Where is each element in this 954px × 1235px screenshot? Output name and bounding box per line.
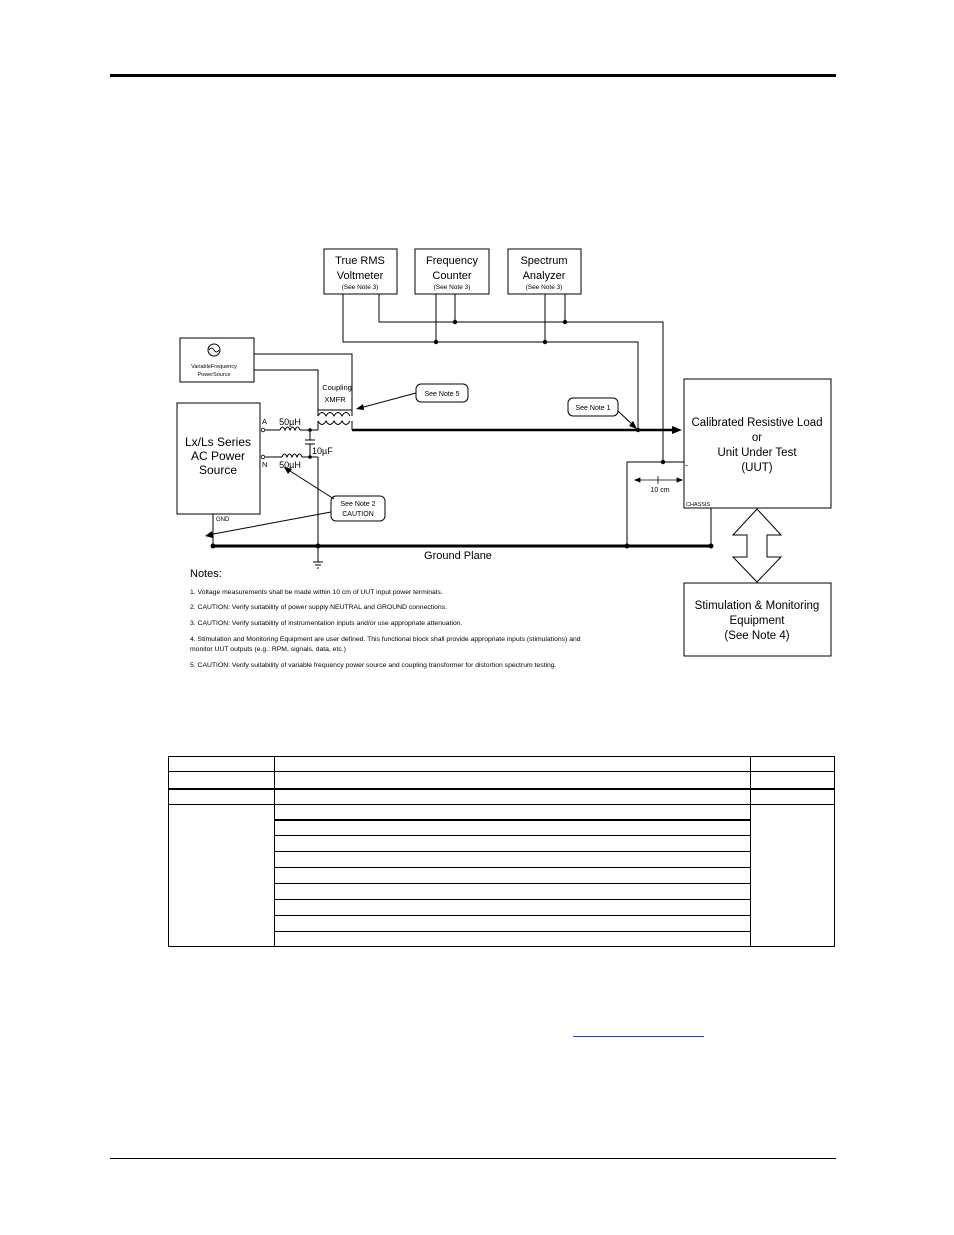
- line-n-wiring: [265, 453, 323, 569]
- coupling-transformer: [317, 395, 353, 425]
- table-row-line: [168, 804, 835, 805]
- callout-note2-line1: See Note 2: [340, 501, 375, 508]
- callout-note1: See Note 1: [567, 397, 637, 429]
- table-border-left: [168, 756, 169, 947]
- ac-source-line2: AC Power: [191, 449, 245, 463]
- var-source-wiring: [254, 353, 353, 405]
- voltmeter-line2: Voltmeter: [337, 270, 384, 282]
- terminal-a-label: A: [262, 417, 267, 426]
- callout-note5-text: See Note 5: [424, 391, 459, 398]
- ac-source-line1: Lx/Ls Series: [185, 435, 251, 449]
- notes-title: Notes:: [190, 568, 222, 580]
- table-border-bottom: [168, 946, 835, 947]
- inductor-a-label: 50µH: [279, 417, 301, 427]
- footer-rule: [110, 1158, 836, 1159]
- distance-dimension: [633, 476, 684, 484]
- neutral-return-wiring: [212, 461, 712, 546]
- uut-chassis-label: CHASSIS: [686, 502, 710, 508]
- voltmeter-box: True RMS Voltmeter (See Note 3): [323, 248, 398, 295]
- counter-note: (See Note 3): [434, 284, 471, 291]
- variable-frequency-source-box: VariableFrequency PowerSource: [179, 337, 255, 383]
- wiring-junctions: [433, 319, 568, 345]
- uut-line1: Calibrated Resistive Load: [691, 417, 822, 429]
- analyzer-line2: Analyzer: [523, 270, 566, 282]
- analyzer-note: (See Note 3): [526, 284, 563, 291]
- xmfr-label: XMFR: [324, 395, 346, 404]
- table-row-line: [168, 771, 835, 772]
- header-rule: [110, 74, 836, 77]
- var-source-line1: VariableFrequency: [191, 364, 237, 370]
- voltmeter-note: (See Note 3): [342, 284, 379, 291]
- uut-line3: Unit Under Test: [717, 447, 797, 459]
- hyperlink-underline[interactable]: [573, 1036, 704, 1037]
- callout-note1-text: See Note 1: [575, 405, 610, 412]
- distance-label: 10 cm: [650, 487, 669, 494]
- uut-box: Calibrated Resistive Load or Unit Under …: [683, 378, 832, 509]
- table-row-line: [274, 931, 750, 932]
- table-row-line: [274, 883, 750, 884]
- inductor-n-label: 50µH: [279, 460, 301, 470]
- stim-line1: Stimulation & Monitoring: [695, 600, 820, 612]
- note-4: 4. Stimulation and Monitoring Equipment …: [190, 636, 581, 643]
- ac-source-line3: Source: [199, 463, 237, 477]
- callout-note2: See Note 2 CAUTION: [205, 467, 386, 538]
- table-row-line: [274, 851, 750, 852]
- table-border-top: [168, 756, 835, 757]
- minus-terminal-label: -: [685, 460, 688, 470]
- ac-sine-icon: [207, 343, 221, 357]
- capacitor-label: 10µF: [312, 446, 333, 456]
- note-1: 1. Voltage measurements shall be made wi…: [190, 589, 443, 596]
- note-5: 5. CAUTION: Verify suitability of variab…: [190, 662, 557, 669]
- note-2: 2. CAUTION: Verify suitability of power …: [190, 604, 447, 611]
- counter-line1: Frequency: [426, 255, 478, 267]
- voltmeter-line1: True RMS: [335, 255, 385, 267]
- coupling-label: Coupling: [322, 383, 352, 392]
- var-source-line2: PowerSource: [197, 372, 230, 378]
- note-3: 3. CAUTION: Verify suitability of instru…: [190, 620, 463, 627]
- table-column-line: [750, 756, 751, 947]
- ground-plane-label: Ground Plane: [424, 550, 492, 562]
- spectrum-analyzer-box: Spectrum Analyzer (See Note 3): [507, 248, 582, 295]
- uut-line4: (UUT): [741, 462, 772, 474]
- table-row-line: [274, 915, 750, 916]
- power-line-arrowhead: [672, 426, 682, 434]
- stimulation-monitoring-box: Stimulation & Monitoring Equipment (See …: [683, 582, 832, 657]
- stim-line2: Equipment: [730, 615, 786, 627]
- table-row-line: [274, 899, 750, 900]
- empty-table: [168, 756, 835, 947]
- stim-line3: (See Note 4): [724, 630, 789, 642]
- bidirectional-arrow-icon: [731, 508, 783, 583]
- callout-note2-line2: CAUTION: [342, 511, 374, 518]
- counter-line2: Counter: [432, 270, 471, 282]
- table-row-line: [168, 788, 835, 790]
- uut-line2: or: [752, 432, 762, 444]
- note-4-continued: monitor UUT outputs (e.g.: RPM, signals,…: [190, 646, 346, 653]
- instrument-wiring: [342, 294, 664, 462]
- table-row-line: [274, 819, 750, 821]
- callout-note5: See Note 5: [356, 383, 469, 410]
- analyzer-line1: Spectrum: [520, 255, 567, 267]
- ac-power-source-box: Lx/Ls Series AC Power Source: [176, 402, 261, 515]
- gnd-label: GND: [216, 517, 230, 523]
- terminal-n-label: N: [262, 460, 267, 469]
- table-border-right: [834, 756, 835, 947]
- table-row-line: [274, 835, 750, 836]
- frequency-counter-box: Frequency Counter (See Note 3): [414, 248, 490, 295]
- table-column-line: [274, 756, 275, 947]
- table-row-line: [274, 867, 750, 868]
